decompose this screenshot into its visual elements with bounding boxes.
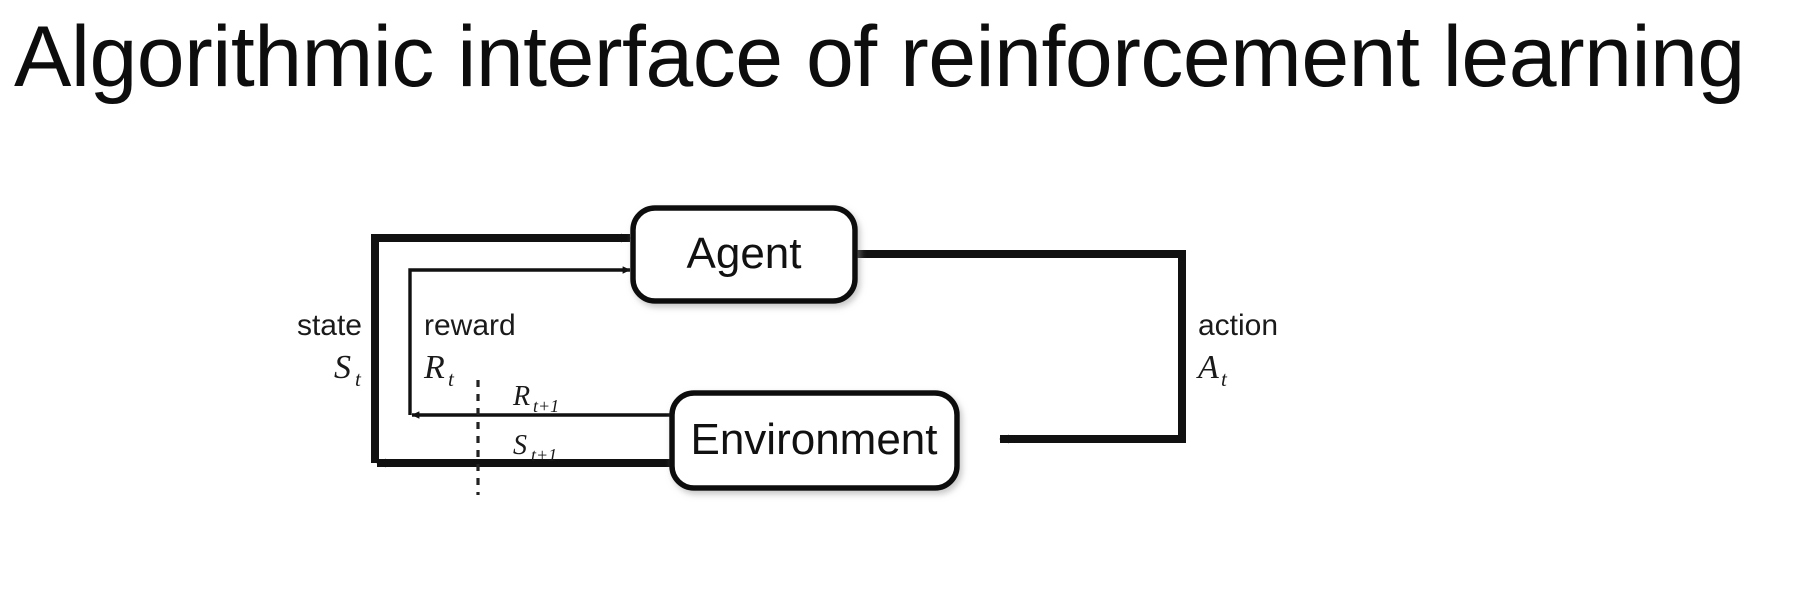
action-arrow-path (855, 250, 1186, 444)
state-arrow-path (371, 233, 631, 463)
reward-symbol: R (423, 349, 445, 386)
next-state-label-group: S t+1 (513, 430, 557, 465)
reward-label: reward (424, 309, 516, 342)
state-symbol: S (334, 349, 351, 386)
action-label: action (1198, 309, 1278, 342)
action-symbol: A (1196, 349, 1219, 386)
next-reward-label-group: R t+1 (512, 381, 559, 416)
next-reward-symbol: R (512, 381, 530, 412)
environment-label: Environment (690, 415, 937, 464)
state-subscript: t (355, 367, 362, 391)
agent-label: Agent (687, 229, 802, 278)
reward-label-group: reward R t (423, 309, 516, 391)
page-title: Algorithmic interface of reinforcement l… (14, 9, 1745, 105)
reward-subscript: t (448, 367, 455, 391)
state-label-group: state S t (297, 309, 362, 391)
agent-box[interactable] (630, 205, 858, 304)
rl-diagram-container: Agent Environment state S t reward R t (0, 150, 1820, 594)
next-state-subscript: t+1 (531, 445, 557, 465)
state-label: state (297, 309, 362, 342)
action-label-group: action A t (1196, 309, 1278, 391)
environment-box[interactable] (669, 390, 960, 491)
agent-node[interactable]: Agent (630, 205, 858, 304)
next-reward-subscript: t+1 (533, 396, 559, 416)
environment-node[interactable]: Environment (669, 390, 960, 491)
next-state-symbol: S (513, 430, 527, 461)
reward-arrow-path (408, 266, 631, 415)
action-subscript: t (1221, 367, 1228, 391)
agent-environment-loop-diagram: Agent Environment state S t reward R t (297, 205, 1278, 495)
